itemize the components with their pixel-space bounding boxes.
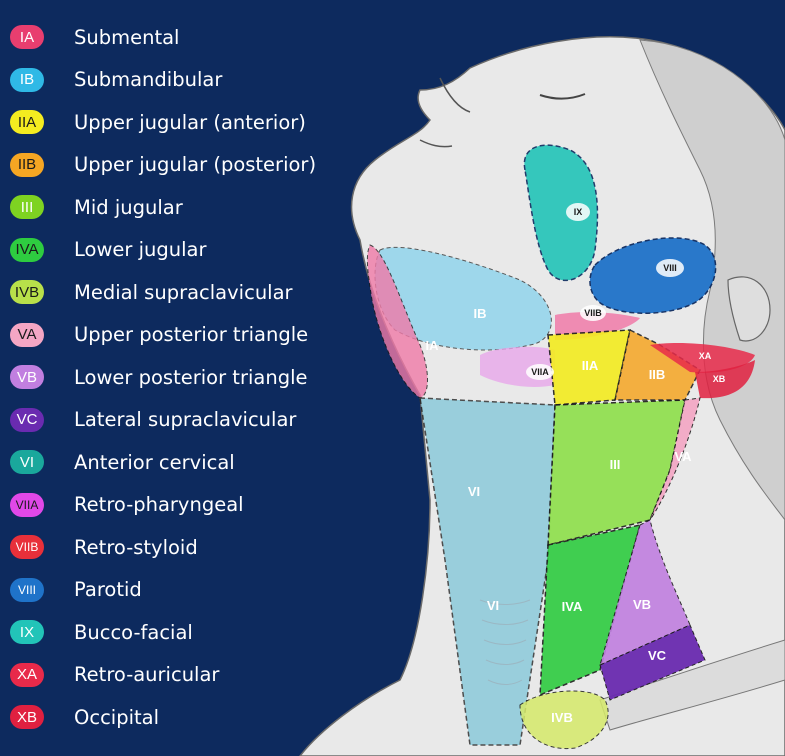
legend-level-label: Parotid bbox=[74, 578, 142, 601]
legend-level-label: Upper jugular (posterior) bbox=[74, 153, 316, 176]
legend-level-badge: XA bbox=[10, 663, 44, 687]
diagram-label-VI-upper: VI bbox=[468, 484, 480, 499]
diagram-label-III: III bbox=[610, 457, 621, 472]
legend-level-label: Submandibular bbox=[74, 68, 222, 91]
legend-level-label: Lower posterior triangle bbox=[74, 366, 308, 389]
diagram-label-XA: XA bbox=[699, 351, 712, 361]
diagram-label-VA: VA bbox=[674, 449, 692, 464]
diagram-label-IIA: IIA bbox=[582, 358, 599, 373]
legend-level-badge: VA bbox=[10, 323, 44, 347]
diagram-label-VB: VB bbox=[633, 597, 651, 612]
legend-item: VA Upper posterior triangle bbox=[10, 317, 308, 353]
legend-level-label: Submental bbox=[74, 26, 179, 49]
legend-item: IVB Medial supraclavicular bbox=[10, 274, 293, 310]
legend-level-badge: IIB bbox=[10, 153, 44, 177]
legend-item: VIIB Retro-styloid bbox=[10, 529, 198, 565]
diagram-label-IB: IB bbox=[474, 306, 487, 321]
legend-item: VI Anterior cervical bbox=[10, 444, 235, 480]
legend-level-label: Retro-auricular bbox=[74, 663, 219, 686]
legend-level-badge: IIA bbox=[10, 110, 44, 134]
legend-item: IIA Upper jugular (anterior) bbox=[10, 104, 306, 140]
legend-level-label: Upper posterior triangle bbox=[74, 323, 308, 346]
legend-level-badge: IVB bbox=[10, 280, 44, 304]
diagram-label-VIII: VIII bbox=[663, 263, 677, 273]
legend-item: IX Bucco-facial bbox=[10, 614, 193, 650]
diagram-label-IA: IA bbox=[426, 338, 440, 353]
legend-item: XB Occipital bbox=[10, 699, 159, 735]
legend-item: XA Retro-auricular bbox=[10, 657, 219, 693]
legend-level-badge: VIII bbox=[10, 578, 44, 602]
legend-level-badge: XB bbox=[10, 705, 44, 729]
legend-item: VIIA Retro-pharyngeal bbox=[10, 487, 244, 523]
diagram-label-VI-lower: VI bbox=[487, 598, 499, 613]
legend-level-badge: IA bbox=[10, 25, 44, 49]
legend-level-badge: VB bbox=[10, 365, 44, 389]
legend-level-badge: IVA bbox=[10, 238, 44, 262]
legend-level-label: Retro-pharyngeal bbox=[74, 493, 244, 516]
legend-level-label: Medial supraclavicular bbox=[74, 281, 293, 304]
legend-level-badge: IX bbox=[10, 620, 44, 644]
legend-level-badge: VIIA bbox=[10, 493, 44, 517]
legend-item: VC Lateral supraclavicular bbox=[10, 402, 296, 438]
legend-level-badge: IB bbox=[10, 68, 44, 92]
diagram-label-IVB: IVB bbox=[551, 710, 573, 725]
diagram-label-XB: XB bbox=[713, 374, 726, 384]
legend-item: IA Submental bbox=[10, 19, 179, 55]
legend-item: IB Submandibular bbox=[10, 62, 222, 98]
diagram-label-IIB: IIB bbox=[649, 367, 666, 382]
legend-item: IIB Upper jugular (posterior) bbox=[10, 147, 316, 183]
diagram-label-IX: IX bbox=[574, 207, 583, 217]
legend-level-label: Lateral supraclavicular bbox=[74, 408, 296, 431]
legend-level-label: Upper jugular (anterior) bbox=[74, 111, 306, 134]
legend-level-label: Occipital bbox=[74, 706, 159, 729]
legend-level-badge: VI bbox=[10, 450, 44, 474]
legend-level-label: Retro-styloid bbox=[74, 536, 198, 559]
diagram-label-VIIA: VIIA bbox=[531, 367, 549, 377]
legend-level-label: Bucco-facial bbox=[74, 621, 193, 644]
legend-level-badge: VC bbox=[10, 408, 44, 432]
legend-item: VB Lower posterior triangle bbox=[10, 359, 308, 395]
diagram-label-VC: VC bbox=[648, 648, 667, 663]
legend-level-label: Anterior cervical bbox=[74, 451, 235, 474]
legend-level-badge: VIIB bbox=[10, 535, 44, 559]
legend-level-label: Lower jugular bbox=[74, 238, 207, 261]
legend-item: III Mid jugular bbox=[10, 189, 183, 225]
legend-level-label: Mid jugular bbox=[74, 196, 183, 219]
legend-item: IVA Lower jugular bbox=[10, 232, 207, 268]
legend-level-badge: III bbox=[10, 195, 44, 219]
diagram-label-VIIB: VIIB bbox=[584, 308, 602, 318]
legend-item: VIII Parotid bbox=[10, 572, 142, 608]
diagram-label-IVA: IVA bbox=[562, 599, 583, 614]
